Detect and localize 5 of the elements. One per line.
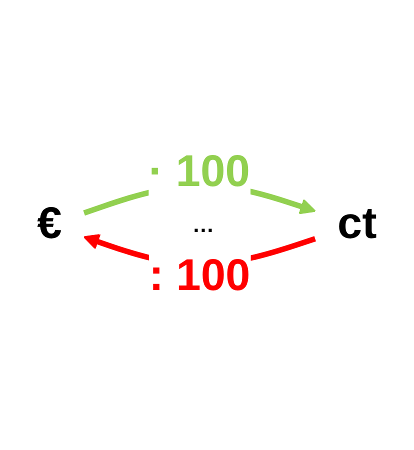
edge-label: : 100: [148, 250, 250, 301]
note-text: …: [192, 214, 214, 236]
node-text: ct: [337, 199, 377, 250]
edge-label: · 100: [148, 147, 250, 198]
node-text: €: [37, 199, 62, 250]
